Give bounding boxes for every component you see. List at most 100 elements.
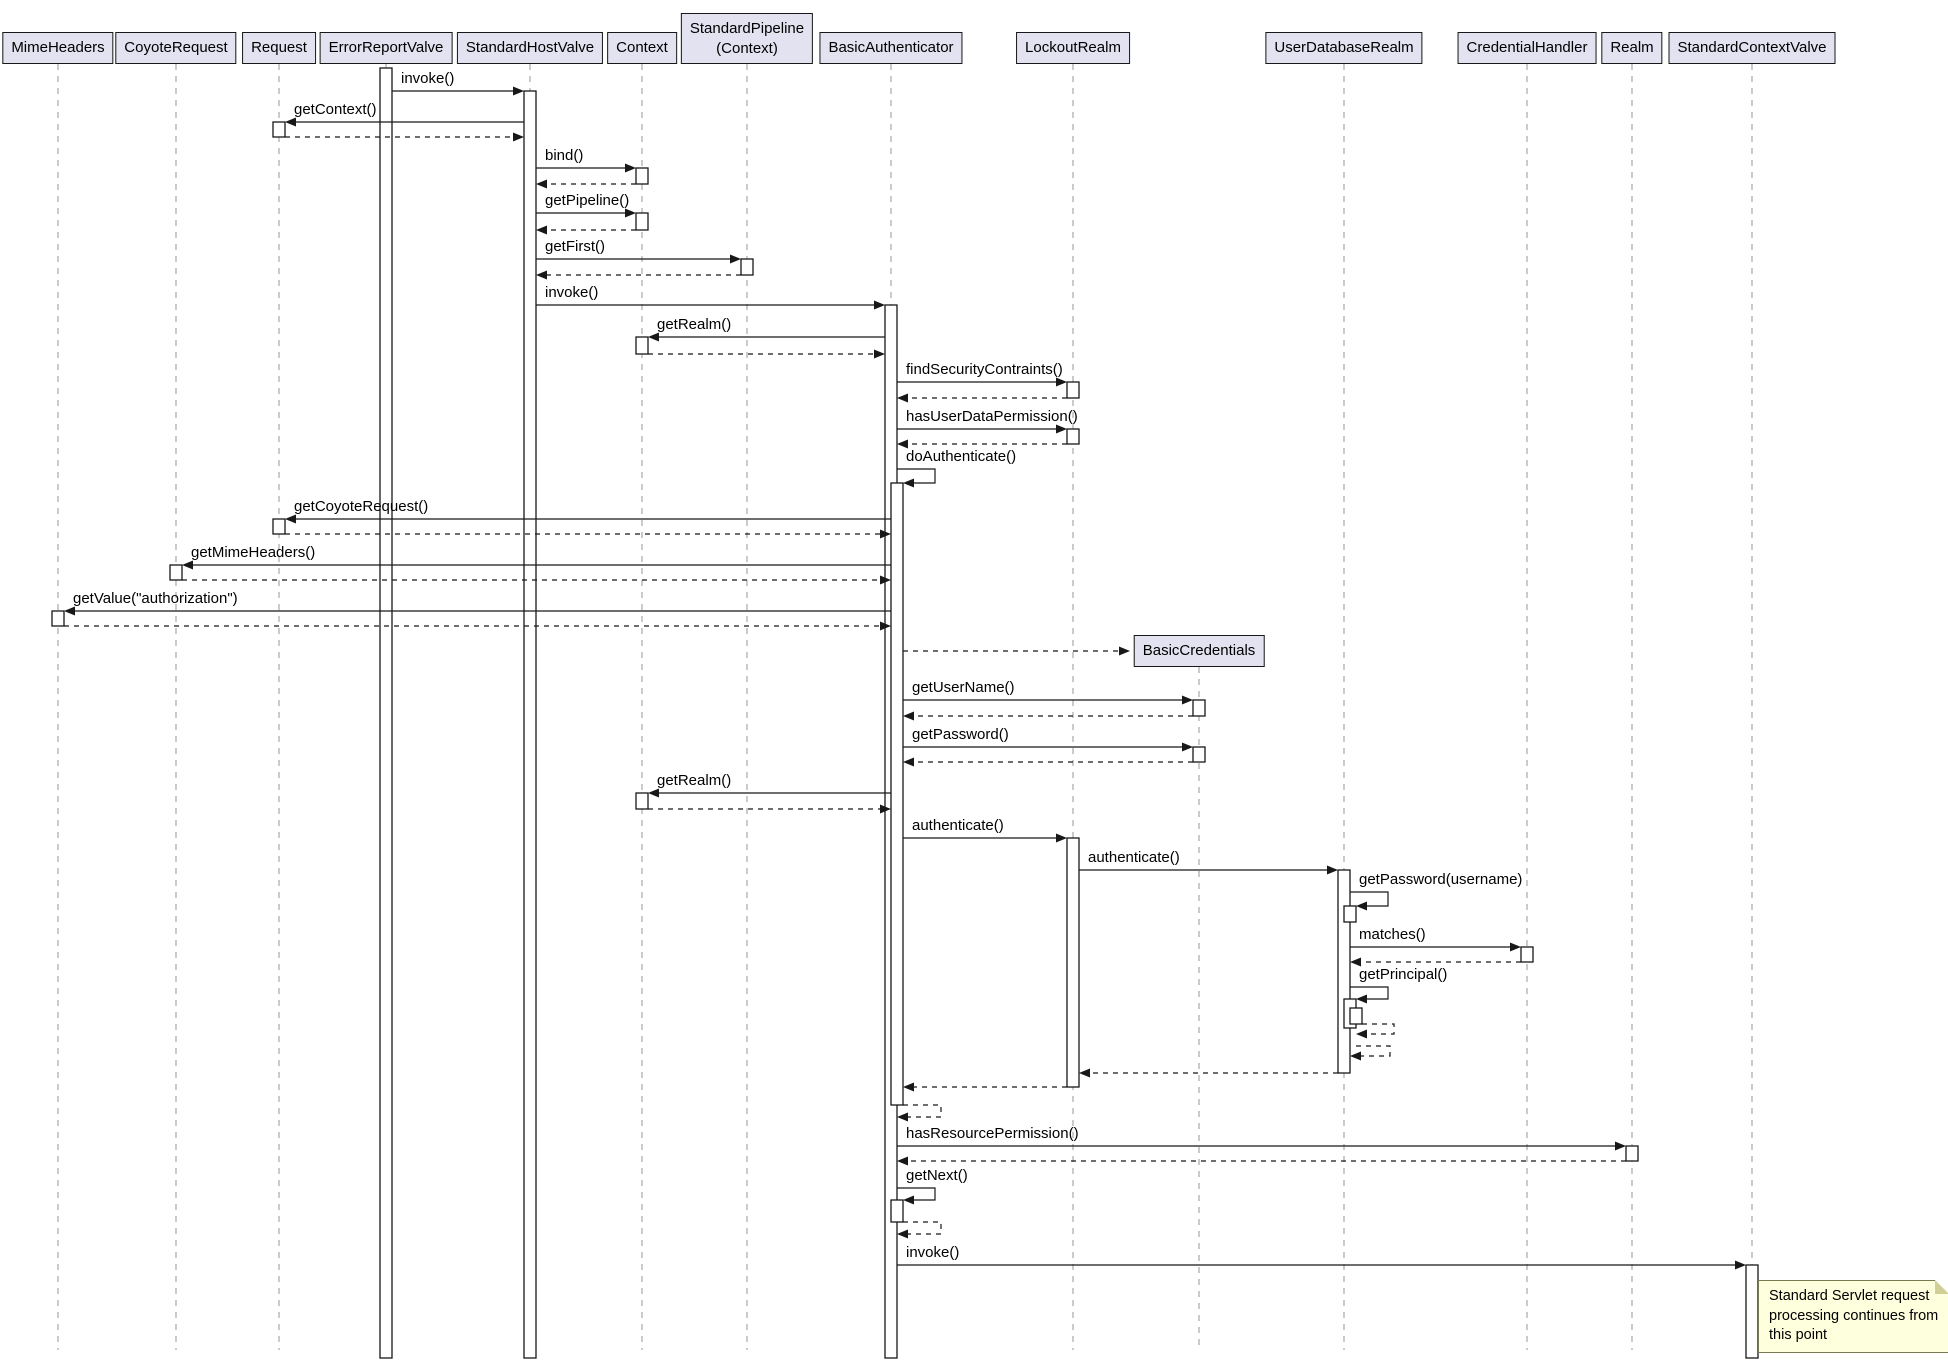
message-getpipeline: getPipeline() xyxy=(536,192,636,218)
message-label: getMimeHeaders() xyxy=(191,544,315,561)
message-label: bind() xyxy=(545,147,583,164)
activation-bar xyxy=(1066,428,1080,445)
arrowhead xyxy=(880,529,891,539)
return-message xyxy=(897,1156,1626,1166)
return-message xyxy=(1350,957,1521,967)
message-getpassword: getPassword() xyxy=(903,726,1193,752)
self-return-message xyxy=(1350,1045,1391,1061)
message-hasuserdatapermission: hasUserDataPermission() xyxy=(897,408,1078,434)
activation-bar xyxy=(890,482,904,1106)
arrowhead xyxy=(1327,865,1338,875)
arrowhead xyxy=(880,621,891,631)
participant-standardcontextvalve: StandardContextValve xyxy=(1668,32,1836,64)
message-getmimeheaders: getMimeHeaders() xyxy=(182,544,891,570)
message-label: getValue("authorization") xyxy=(73,590,238,607)
message-label: getCoyoteRequest() xyxy=(294,498,428,515)
activation-bar xyxy=(635,212,649,231)
arrowhead xyxy=(1182,695,1193,705)
arrowhead xyxy=(513,132,524,142)
arrowhead xyxy=(536,225,547,235)
return-message xyxy=(903,1082,1067,1092)
return-message xyxy=(648,804,891,814)
arrowhead xyxy=(1079,1068,1090,1078)
arrowhead xyxy=(648,332,659,342)
arrowhead xyxy=(1056,377,1067,387)
activation-bar xyxy=(1343,905,1357,923)
arrowhead xyxy=(1356,994,1367,1004)
activation-bar xyxy=(1066,381,1080,399)
message-getvalue-authorization: getValue("authorization") xyxy=(64,590,891,616)
message-label: doAuthenticate() xyxy=(906,448,1016,465)
message-label: hasUserDataPermission() xyxy=(906,408,1078,425)
activation-bar xyxy=(1066,837,1080,1088)
arrowhead xyxy=(880,804,891,814)
activation-bar xyxy=(1625,1145,1639,1162)
message-label: authenticate() xyxy=(912,817,1004,834)
message-label: getPipeline() xyxy=(545,192,629,209)
activation-bar xyxy=(272,121,286,138)
message-label: getRealm() xyxy=(657,316,731,333)
message-label: getRealm() xyxy=(657,772,731,789)
message-getcontext: getContext() xyxy=(285,101,524,127)
message-label: findSecurityContraints() xyxy=(906,361,1063,378)
return-message xyxy=(182,575,891,585)
arrowhead xyxy=(903,478,914,488)
message-invoke: invoke() xyxy=(897,1244,1746,1270)
arrowhead xyxy=(1350,1051,1361,1061)
arrowhead xyxy=(880,575,891,585)
return-message xyxy=(64,621,891,631)
arrowhead xyxy=(897,439,908,449)
arrowhead xyxy=(897,1229,908,1239)
return-message xyxy=(903,711,1193,721)
participant-errorreportvalve: ErrorReportValve xyxy=(319,32,453,64)
arrowhead xyxy=(1615,1141,1626,1151)
arrowhead xyxy=(536,179,547,189)
activation-bar xyxy=(1192,699,1206,717)
message-matches: matches() xyxy=(1350,926,1521,952)
arrowhead xyxy=(1356,1029,1367,1039)
message-label: invoke() xyxy=(401,70,454,87)
return-message xyxy=(536,270,741,280)
arrowhead xyxy=(903,711,914,721)
message-getrealm: getRealm() xyxy=(648,316,885,342)
message-invoke: invoke() xyxy=(392,70,524,96)
message-getprincipal: getPrincipal() xyxy=(1350,966,1447,1004)
activation-bar xyxy=(51,610,65,627)
arrowhead xyxy=(1735,1260,1746,1270)
arrowhead xyxy=(648,788,659,798)
arrowhead xyxy=(536,270,547,280)
activation-bar xyxy=(169,564,183,581)
activation-bar xyxy=(635,167,649,185)
activation-bar xyxy=(635,792,649,810)
message-hasresourcepermission: hasResourcePermission() xyxy=(897,1125,1626,1151)
message-getrealm: getRealm() xyxy=(648,772,891,798)
return-message xyxy=(648,349,885,359)
activation-bar xyxy=(379,67,393,1359)
return-message xyxy=(1079,1068,1338,1078)
activation-bar xyxy=(635,336,649,355)
arrowhead xyxy=(625,163,636,173)
activation-bar xyxy=(1520,946,1534,963)
participant-coyoterequest: CoyoteRequest xyxy=(115,32,237,64)
self-return-message xyxy=(897,1221,942,1239)
message-label: authenticate() xyxy=(1088,849,1180,866)
participant-lockoutrealm: LockoutRealm xyxy=(1016,32,1130,64)
arrowhead xyxy=(730,254,741,264)
self-return-message xyxy=(1356,1023,1395,1039)
activation-bar xyxy=(272,518,286,535)
participant-standardpipeline: StandardPipeline (Context) xyxy=(680,13,814,64)
activation-bar xyxy=(890,1199,904,1223)
participant-basiccredentials: BasicCredentials xyxy=(1133,635,1265,667)
arrowhead xyxy=(897,393,908,403)
arrowhead xyxy=(625,208,636,218)
arrowhead xyxy=(874,349,885,359)
participant-basicauthenticator: BasicAuthenticator xyxy=(819,32,963,64)
activation-bar xyxy=(523,90,537,1359)
return-message xyxy=(536,225,636,235)
activation-bar xyxy=(1745,1264,1759,1359)
message-getfirst: getFirst() xyxy=(536,238,741,264)
return-message xyxy=(903,757,1193,767)
message-label: hasResourcePermission() xyxy=(906,1125,1079,1142)
participant-realm: Realm xyxy=(1601,32,1663,64)
